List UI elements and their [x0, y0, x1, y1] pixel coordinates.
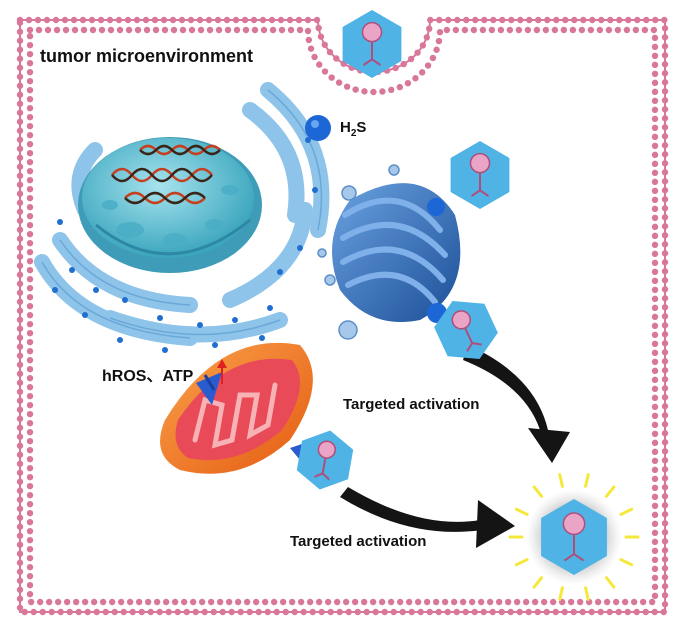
h2s-subscript: 2 [350, 128, 357, 139]
arrow-head-2 [476, 500, 515, 548]
probe-top [342, 10, 402, 78]
h2s-main: H [340, 119, 351, 136]
probe-activated [541, 499, 607, 575]
ribosomes [52, 137, 318, 353]
h2s-label: H2S [340, 119, 366, 139]
hros-atp-label: hROS、ATP [102, 368, 194, 385]
title-label: tumor microenvironment [40, 46, 254, 66]
mitochondrion [160, 342, 313, 474]
probe-golgi-upper [450, 141, 510, 209]
targeted-activation-label-1: Targeted activation [343, 396, 480, 413]
nucleus-endoplasmic-reticulum [34, 82, 331, 353]
probe-golgi-lower [434, 300, 498, 360]
cell-membrane [16, 16, 669, 616]
probe-mitochondrion [296, 430, 354, 490]
activation-arrows [340, 345, 570, 548]
arrow-head-1 [528, 428, 570, 463]
dna-strands [111, 144, 221, 205]
h2s-end: S [356, 119, 367, 136]
probes [296, 10, 607, 575]
increase-arrow [217, 359, 227, 384]
targeted-activation-label-2: Targeted activation [290, 533, 427, 550]
membrane-lipid-heads [16, 16, 669, 616]
h2s-binding-site [305, 115, 331, 141]
golgi-apparatus [317, 164, 461, 340]
glow-rays [508, 473, 640, 601]
